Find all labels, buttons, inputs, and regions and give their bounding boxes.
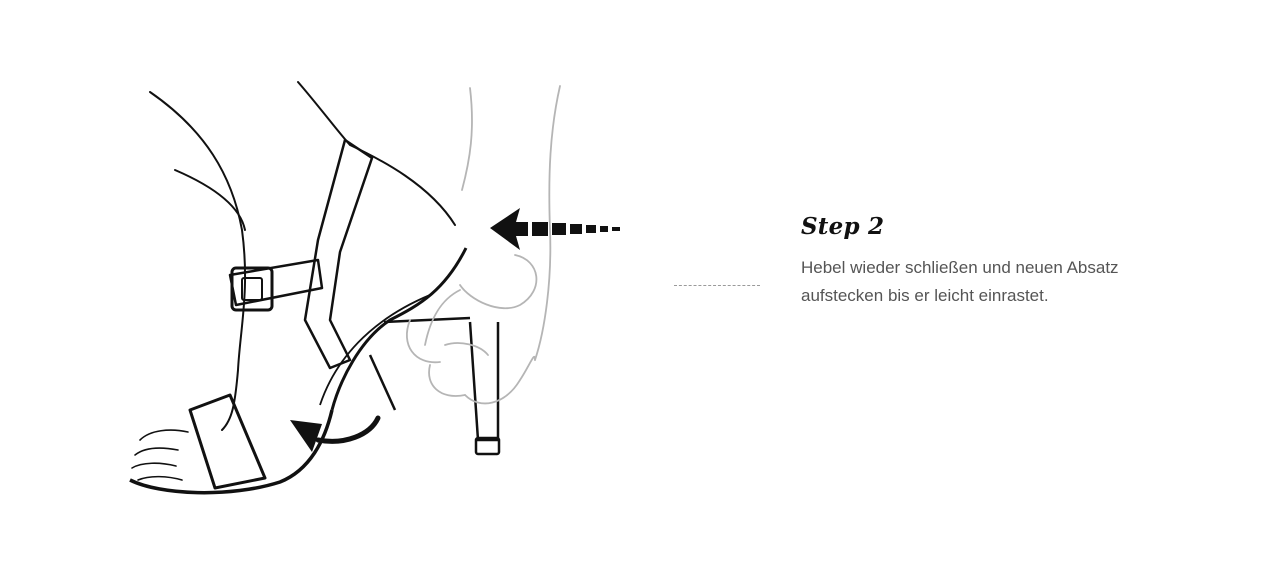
step-text-line-2: aufstecken bis er leicht einrastet. — [801, 286, 1049, 305]
step-text: Hebel wieder schließen und neuen Absatz … — [801, 254, 1221, 310]
toes-outline — [132, 430, 188, 480]
heel-illustration — [370, 318, 499, 454]
step-description: Step 2 Hebel wieder schließen und neuen … — [801, 213, 1221, 310]
step-title: Step 2 — [801, 213, 1221, 240]
dashed-connector — [674, 285, 760, 286]
hand-illustration — [407, 86, 560, 403]
insert-arrow-icon — [490, 208, 620, 250]
step-text-line-1: Hebel wieder schließen und neuen Absatz — [801, 258, 1119, 277]
rotate-arrow-icon — [290, 418, 378, 452]
leg-outline — [150, 82, 455, 430]
sandal-straps — [130, 140, 466, 493]
